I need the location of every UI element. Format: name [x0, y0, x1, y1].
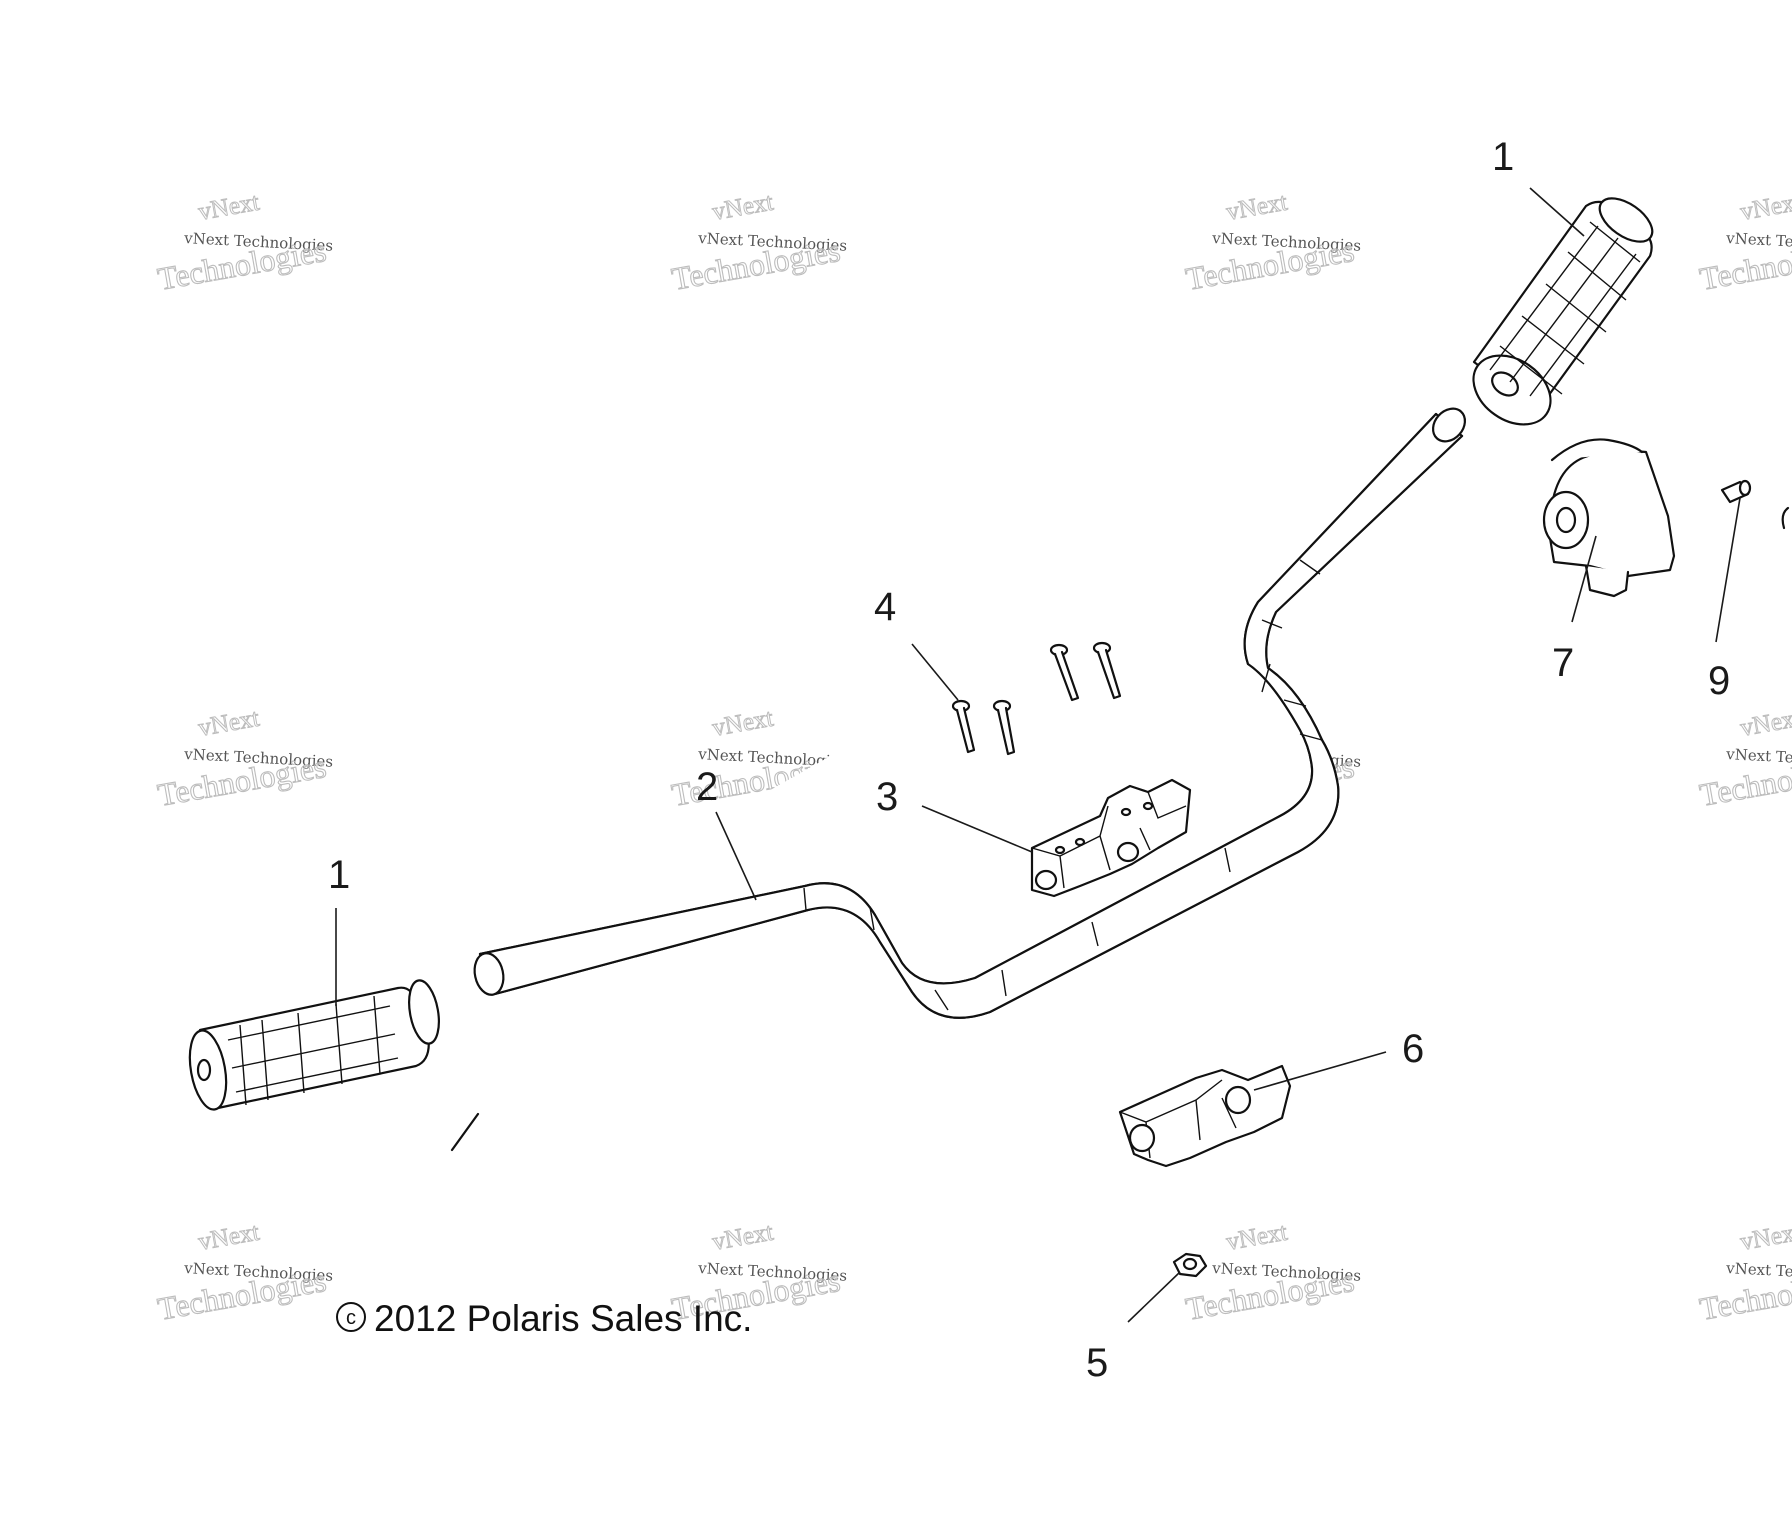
svg-text:vNext: vNext	[196, 705, 261, 742]
callout-3: 3	[876, 775, 898, 819]
leader-line-5	[1127, 1271, 1181, 1323]
watermark: vNext vNext Technologies Technologies	[1182, 188, 1361, 297]
svg-text:vNext: vNext	[710, 1219, 775, 1256]
callout-5: 5	[1086, 1341, 1108, 1385]
grip-right	[1472, 197, 1654, 426]
callouts: 1 1 2 3 4 5 6 7 9	[328, 135, 1730, 1385]
leader-line-2	[715, 811, 757, 901]
upper-clamp	[1030, 778, 1192, 898]
handlebar	[450, 407, 1467, 1152]
svg-text:vNext: vNext	[1738, 189, 1792, 226]
callout-1-left: 1	[328, 853, 350, 897]
watermark: vNext vNext Technologies Technologies	[154, 1218, 333, 1327]
bolt	[951, 699, 976, 754]
watermark: vNext vNext Technologies Technologies	[1182, 1218, 1361, 1327]
callout-6: 6	[1402, 1027, 1424, 1071]
callout-7: 7	[1552, 641, 1574, 685]
leader-line-4	[911, 643, 959, 701]
nut	[1172, 1252, 1208, 1278]
copyright-circle	[336, 1302, 366, 1332]
leader-line-7	[1571, 535, 1597, 623]
svg-text:vNext: vNext	[1224, 1219, 1289, 1256]
bolt	[992, 699, 1016, 756]
partial-part-edge	[1781, 506, 1790, 530]
svg-text:vNext: vNext	[196, 1219, 261, 1256]
callout-2: 2	[696, 765, 718, 809]
bolt	[1092, 641, 1122, 700]
watermark: vNext vNext Technologies Technologies	[154, 704, 333, 813]
copyright-symbol-letter: c	[346, 1307, 356, 1329]
lower-clamp	[1118, 1064, 1292, 1168]
svg-text:vNext: vNext	[1738, 1219, 1792, 1256]
svg-text:vNext: vNext	[1224, 189, 1289, 226]
watermark: vNext vNext Technologies Technologies	[1696, 1218, 1792, 1327]
leader-line-6	[1253, 1051, 1387, 1091]
callout-1-right: 1	[1492, 135, 1514, 179]
copyright-text: 2012 Polaris Sales Inc.	[374, 1298, 752, 1339]
copyright-notice: c 2012 Polaris Sales Inc.	[336, 1298, 752, 1339]
leader-line-3	[921, 805, 1033, 853]
bolts	[951, 641, 1122, 756]
switch-block	[1542, 438, 1676, 598]
callout-4: 4	[874, 585, 896, 629]
watermark: vNext vNext Technologies Technologies	[1696, 188, 1792, 297]
svg-text:vNext: vNext	[1738, 705, 1792, 742]
leader-line-9	[1715, 497, 1741, 643]
svg-text:vNext: vNext	[196, 189, 261, 226]
watermark: vNext vNext Technologies Technologies	[154, 188, 333, 297]
bolt	[1049, 643, 1080, 702]
grip-left	[188, 979, 440, 1111]
svg-text:vNext: vNext	[710, 189, 775, 226]
small-pin	[1720, 479, 1752, 504]
watermark: vNext vNext Technologies Technologies	[668, 188, 847, 297]
svg-text:vNext: vNext	[710, 705, 775, 742]
callout-9: 9	[1708, 659, 1730, 703]
watermark: vNext vNext Technologies Technologies	[1696, 704, 1792, 813]
leader-lines	[335, 187, 1741, 1323]
leader-line-1-right	[1529, 187, 1585, 237]
